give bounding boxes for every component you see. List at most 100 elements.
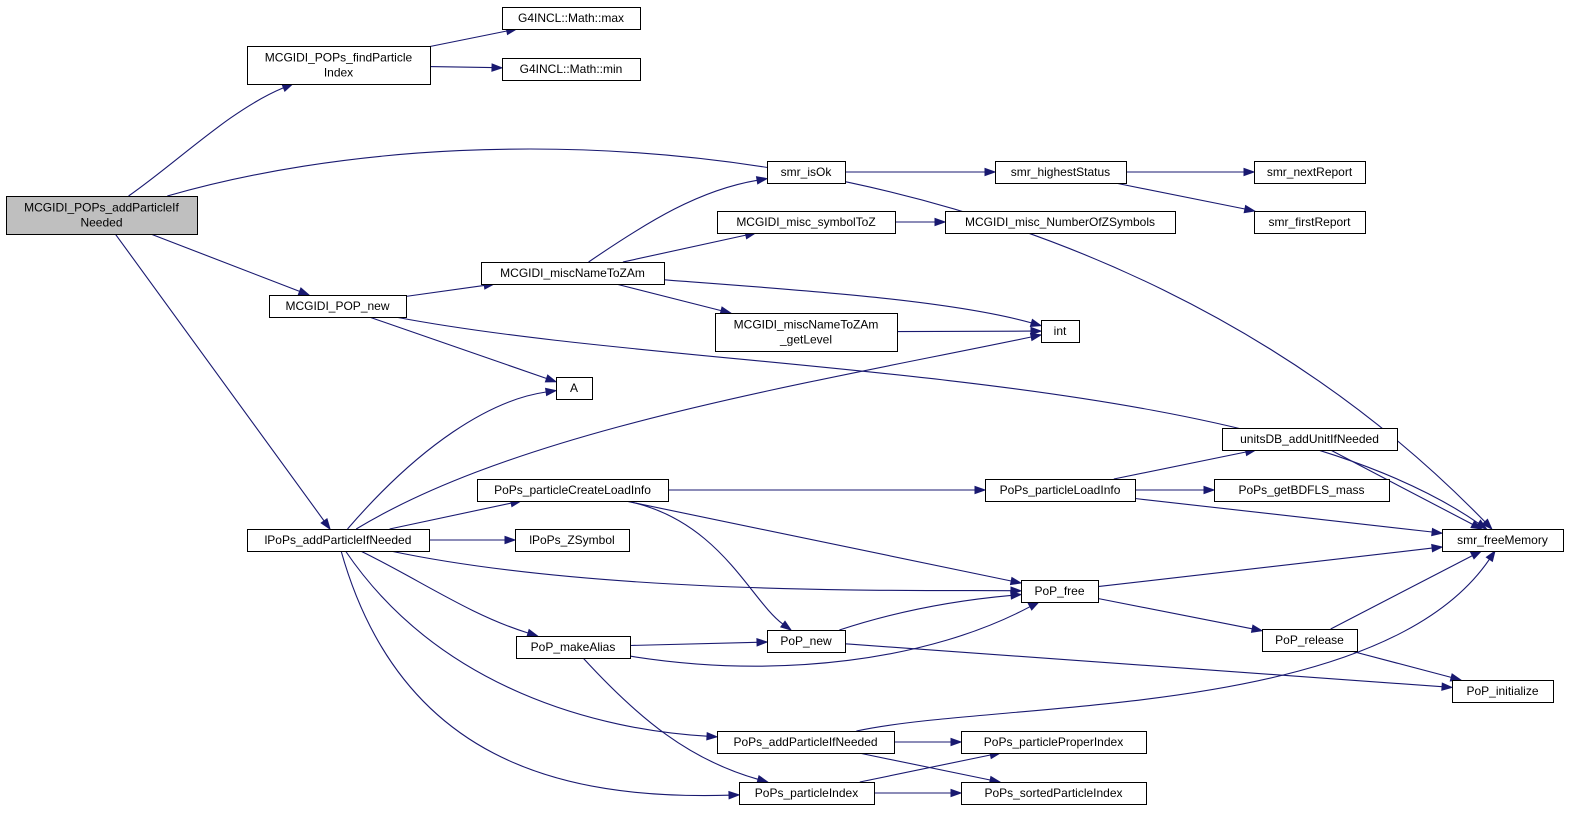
node-getLevel[interactable]: MCGIDI_miscNameToZAm_getLevel	[715, 313, 898, 352]
arrowhead	[1485, 549, 1496, 563]
node-smrIsOk[interactable]: smr_isOk	[767, 161, 846, 184]
arrowhead	[1203, 485, 1216, 495]
node-unitsDB[interactable]: unitsDB_addUnitIfNeeded	[1222, 428, 1398, 451]
edge-loadInfo-to-freeMem	[1134, 497, 1444, 537]
edge-popsAdd-to-freeMem	[856, 549, 1496, 732]
node-popNew2[interactable]: PoP_new	[767, 630, 846, 653]
node-popNew[interactable]: MCGIDI_POP_new	[269, 295, 407, 318]
edge-line	[355, 336, 1032, 530]
edge-lAdd-to-makeAlias	[360, 550, 540, 638]
edge-line	[1097, 547, 1433, 588]
arrowhead	[755, 176, 769, 185]
node-label: PoPs_particleIndex	[755, 786, 858, 800]
node-makeAlias[interactable]: PoP_makeAlias	[516, 636, 631, 659]
node-box	[717, 211, 896, 234]
edge-line	[1113, 451, 1247, 480]
arrowhead	[984, 167, 997, 177]
node-sortedIdx[interactable]: PoPs_sortedParticleIndex	[961, 782, 1147, 805]
arrowhead	[1470, 520, 1483, 530]
node-box	[767, 161, 846, 184]
edge-line	[369, 316, 547, 380]
edge-nameToZAm-to-int	[663, 279, 1043, 327]
edge-line	[896, 330, 1032, 333]
node-loadInfo[interactable]: PoPs_particleLoadInfo	[985, 479, 1136, 502]
arrowhead	[526, 628, 540, 638]
edge-line	[114, 233, 325, 522]
node-bdfls[interactable]: PoPs_getBDFLS_mass	[1214, 479, 1390, 502]
node-symToZ[interactable]: MCGIDI_misc_symbolToZ	[717, 211, 896, 234]
edge-smrIsOk-to-smrHighest	[844, 167, 997, 177]
node-box	[767, 630, 846, 653]
node-box	[995, 161, 1127, 184]
edge-line	[582, 657, 759, 780]
node-label: MCGIDI_POPs_addParticleIf	[24, 201, 179, 215]
node-label: A	[570, 381, 578, 395]
edge-line	[360, 550, 529, 634]
node-popsAdd[interactable]: PoPs_addParticleIfNeeded	[717, 731, 895, 754]
edge-line	[1330, 555, 1473, 630]
edge-loadInfo-to-unitsDB	[1113, 447, 1258, 480]
node-box	[739, 782, 875, 805]
node-smrNext[interactable]: smr_nextReport	[1254, 161, 1366, 184]
edge-line	[405, 284, 485, 297]
node-zSym[interactable]: lPoPs_ZSymbol	[515, 529, 630, 552]
node-label: PoP_new	[780, 634, 832, 648]
node-partIdx[interactable]: PoPs_particleIndex	[739, 782, 875, 805]
arrowhead	[544, 374, 558, 383]
node-root[interactable]: MCGIDI_POPs_addParticleIfNeeded	[6, 196, 198, 235]
node-box	[247, 529, 430, 552]
node-A[interactable]: A	[556, 377, 593, 400]
node-mathMax[interactable]: G4INCL::Math::max	[502, 7, 641, 30]
node-properIdx[interactable]: PoPs_particleProperIndex	[961, 731, 1147, 754]
edge-release-to-init	[1350, 650, 1463, 682]
node-box	[1021, 580, 1099, 603]
edge-root-to-lAdd	[114, 233, 331, 531]
node-smrHighest[interactable]: smr_highestStatus	[995, 161, 1127, 184]
edge-unitsDB-to-freeMem	[1330, 449, 1483, 530]
edge-smrHighest-to-smrNext	[1125, 167, 1256, 177]
node-lAdd[interactable]: lPoPs_addParticleIfNeeded	[247, 529, 430, 552]
node-int[interactable]: int	[1041, 320, 1080, 343]
node-box	[556, 377, 593, 400]
edge-popFree-to-release	[1097, 597, 1264, 633]
node-label: PoPs_particleProperIndex	[984, 735, 1123, 749]
edge-line	[856, 558, 1490, 732]
edge-popNew2-to-popFree	[839, 591, 1023, 631]
node-label: MCGIDI_misc_symbolToZ	[736, 215, 875, 229]
edge-line	[839, 594, 1012, 631]
node-numZ[interactable]: MCGIDI_misc_NumberOfZSymbols	[945, 211, 1176, 234]
node-popFree[interactable]: PoP_free	[1021, 580, 1099, 603]
node-label: PoPs_particleLoadInfo	[1000, 483, 1121, 497]
node-smrFirst[interactable]: smr_firstReport	[1254, 211, 1366, 234]
edge-line	[629, 606, 1031, 667]
node-label: PoPs_getBDFLS_mass	[1238, 483, 1364, 497]
edge-popsAdd-to-properIdx	[893, 737, 963, 747]
arrowhead	[950, 737, 963, 747]
node-freeMem[interactable]: smr_freeMemory	[1442, 529, 1564, 552]
node-mathMin[interactable]: G4INCL::Math::min	[502, 58, 641, 81]
arrowhead	[1243, 167, 1256, 177]
node-box	[985, 479, 1136, 502]
edge-root-to-findIdx	[128, 83, 295, 197]
node-label: lPoPs_ZSymbol	[529, 533, 614, 547]
arrowhead	[281, 83, 295, 93]
arrowhead	[491, 63, 504, 72]
node-label: int	[1054, 324, 1067, 338]
edge-line	[615, 283, 722, 312]
node-nameToZAm[interactable]: MCGIDI_miscNameToZAm	[481, 262, 665, 285]
node-label: MCGIDI_POP_new	[285, 299, 389, 313]
node-init[interactable]: PoP_initialize	[1452, 680, 1554, 703]
node-release[interactable]: PoP_release	[1262, 629, 1358, 652]
edge-popFree-to-freeMem	[1097, 543, 1444, 588]
node-box	[1442, 529, 1564, 552]
edges-layer	[114, 26, 1496, 800]
edge-line	[347, 391, 547, 530]
arrowhead	[1029, 332, 1043, 342]
node-box	[502, 58, 641, 81]
node-box	[247, 46, 431, 85]
edge-nameToZAm-to-symToZ	[622, 231, 758, 263]
node-createLoad[interactable]: PoPs_particleCreateLoadInfo	[477, 479, 669, 502]
node-label: G4INCL::Math::max	[518, 11, 624, 25]
node-box	[715, 313, 898, 352]
